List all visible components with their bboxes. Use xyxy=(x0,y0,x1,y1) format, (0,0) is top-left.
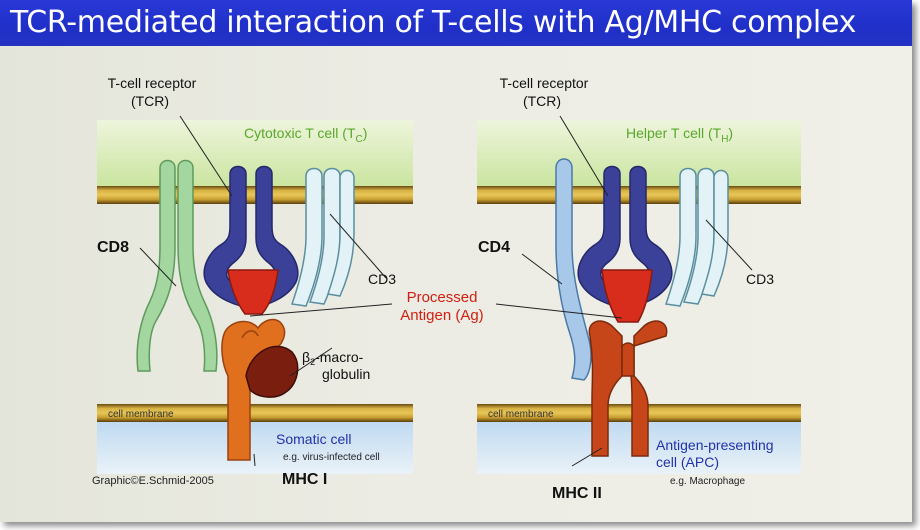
helper-t-cell-subscript: H xyxy=(721,134,728,145)
antigen-peptide xyxy=(227,269,279,315)
t-cell-zone xyxy=(97,120,413,192)
credit-label: Graphic©E.Schmid-2005 xyxy=(92,475,214,487)
apc-label-line1: Antigen-presenting xyxy=(656,437,774,453)
right-cell-type-label: Helper T cell (TH) xyxy=(626,125,733,145)
cd8-label: CD8 xyxy=(97,239,129,256)
b2m-beta: β xyxy=(302,349,310,365)
left-cd3-label: CD3 xyxy=(368,271,396,287)
right-tcr-label-line1: T-cell receptor xyxy=(500,75,589,91)
slide: TCR-mediated interaction of T-cells with… xyxy=(0,0,912,522)
mhc1-groove xyxy=(241,330,259,339)
cd3-complex xyxy=(290,167,355,307)
helper-t-cell-text: Helper T cell (T xyxy=(626,125,722,141)
slide-title: TCR-mediated interaction of T-cells with… xyxy=(10,5,857,40)
right-antigen-peptide xyxy=(601,269,653,323)
left-membrane-label: cell membrane xyxy=(108,409,174,420)
somatic-cell-label: Somatic cell xyxy=(276,431,351,447)
mhc2-label: MHC II xyxy=(552,485,602,502)
left-panel: T-cell receptor (TCR) Cytotoxic T cell (… xyxy=(92,75,413,488)
helper-t-cell-close: ) xyxy=(728,125,733,141)
right-membrane-label: cell membrane xyxy=(488,409,554,420)
b2m-macro-text: -macro- xyxy=(315,349,364,365)
mhc2-molecule xyxy=(588,320,668,457)
right-cd3-label: CD3 xyxy=(746,271,774,287)
apc-example: e.g. Macrophage xyxy=(670,476,745,487)
antigen-label-line2: Antigen (Ag) xyxy=(400,307,483,324)
target-cell-membrane xyxy=(97,404,413,422)
title-bar: TCR-mediated interaction of T-cells with… xyxy=(0,0,912,46)
left-leader-lines xyxy=(139,115,393,467)
cytotoxic-t-cell-close: ) xyxy=(363,125,368,141)
cd8-molecule xyxy=(136,159,218,372)
b2m-label-line2: globulin xyxy=(322,366,370,382)
b2-microglobulin xyxy=(245,345,299,398)
apc-label-line2: cell (APC) xyxy=(656,454,719,470)
right-tcr-label-line2: (TCR) xyxy=(523,93,561,109)
t-cell-membrane xyxy=(97,186,413,204)
right-panel: T-cell receptor (TCR) Helper T cell (TH)… xyxy=(477,75,801,502)
antigen-label-line1: Processed xyxy=(407,289,478,306)
b2m-subscript: 2 xyxy=(310,357,315,367)
cytotoxic-t-cell-subscript: C xyxy=(356,134,363,145)
b2m-label-line1: β2-macro- xyxy=(302,349,364,367)
cytotoxic-t-cell-text: Cytotoxic T cell (T xyxy=(244,125,356,141)
tcr-diagram: T-cell receptor (TCR) Cytotoxic T cell (… xyxy=(92,75,801,502)
right-leader-lines xyxy=(495,115,753,467)
somatic-cell-example: e.g. virus-infected cell xyxy=(283,452,380,463)
left-tcr-label-line2: (TCR) xyxy=(131,93,169,109)
left-cell-type-label: Cytotoxic T cell (TC) xyxy=(244,125,367,145)
mhc1-label: MHC I xyxy=(282,471,327,488)
cd4-label: CD4 xyxy=(478,239,510,256)
right-cd3-complex xyxy=(664,167,729,307)
left-tcr-label-line1: T-cell receptor xyxy=(108,75,197,91)
